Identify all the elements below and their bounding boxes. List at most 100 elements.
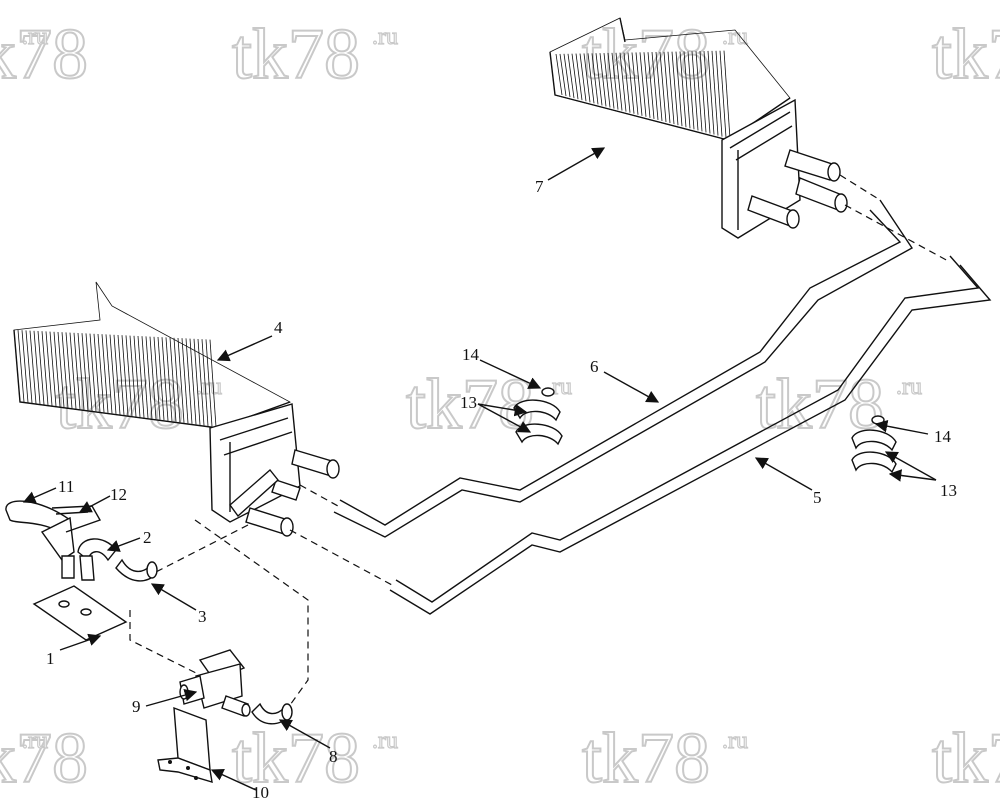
fin-line xyxy=(157,336,165,421)
callout-1: 1 xyxy=(46,649,55,668)
fin-line xyxy=(639,52,647,117)
fin-line xyxy=(575,53,583,101)
elbow-2 xyxy=(61,538,117,581)
fin-line xyxy=(695,51,703,132)
callout-7: 7 xyxy=(535,177,544,196)
hose-3 xyxy=(115,558,158,582)
fin-line xyxy=(205,339,213,427)
fin-line xyxy=(679,51,687,128)
svg-text:.ru: .ru xyxy=(722,728,748,754)
callout-2: 2 xyxy=(143,528,152,547)
valve-9 xyxy=(179,649,251,717)
callout-8: 8 xyxy=(329,747,338,766)
svg-text:.ru: .ru xyxy=(22,728,48,754)
fin-line xyxy=(29,330,37,404)
fin-line xyxy=(571,53,579,100)
fin-line xyxy=(563,53,571,98)
fin-line xyxy=(161,337,169,421)
fin-line xyxy=(109,334,117,414)
svg-text:tk78: tk78 xyxy=(232,718,360,798)
svg-text:.ru: .ru xyxy=(722,24,748,50)
watermark-mid-right: tk78 .ru xyxy=(755,363,923,445)
callout-5: 5 xyxy=(813,488,822,507)
fin-line xyxy=(703,51,711,134)
fin-line xyxy=(611,52,619,110)
fin-line xyxy=(683,51,691,129)
svg-text:tk78: tk78 xyxy=(932,14,1000,94)
svg-text:tk78: tk78 xyxy=(0,718,88,798)
fin-line xyxy=(37,330,45,405)
fin-line xyxy=(169,337,177,422)
watermark-top-middle: tk78 .ru xyxy=(581,13,749,95)
fin-line xyxy=(595,53,603,106)
fin-line xyxy=(579,53,587,102)
fin-line xyxy=(65,332,73,409)
svg-text:tk78: tk78 xyxy=(582,718,710,798)
fin-line xyxy=(591,53,599,105)
callout-11: 11 xyxy=(58,477,74,496)
fin-line xyxy=(93,333,101,412)
fin-line xyxy=(659,51,667,123)
fin-line xyxy=(165,337,173,422)
watermark-bottom-center: tk78 .ru xyxy=(231,717,399,799)
fin-line xyxy=(25,330,33,404)
fin-line xyxy=(101,334,109,413)
fin-line xyxy=(599,53,607,107)
fin-line xyxy=(41,331,49,406)
fin-line xyxy=(85,333,93,411)
fin-line xyxy=(73,332,81,410)
fin-line xyxy=(53,331,61,407)
fin-line xyxy=(603,52,611,108)
svg-text:tk78: tk78 xyxy=(582,14,710,94)
svg-text:.ru: .ru xyxy=(372,728,398,754)
fin-line xyxy=(77,332,85,410)
fin-line xyxy=(129,335,137,417)
callout-12: 12 xyxy=(110,485,127,504)
svg-text:.ru: .ru xyxy=(372,24,398,50)
fin-line xyxy=(651,52,659,120)
fin-line xyxy=(145,336,153,419)
fin-line xyxy=(667,51,675,125)
dashed-connectors xyxy=(129,174,951,713)
fin-line xyxy=(615,52,623,111)
watermark-top-left: tk78 .ru xyxy=(0,13,89,95)
fin-line xyxy=(97,333,105,413)
fin-line xyxy=(61,332,69,408)
fin-line xyxy=(555,53,563,96)
fin-line xyxy=(89,333,97,412)
fin-line xyxy=(723,50,731,139)
fin-line xyxy=(707,50,715,135)
fin-line xyxy=(671,51,679,126)
fin-line xyxy=(149,336,157,420)
fin-line xyxy=(173,337,181,423)
fin-line xyxy=(17,329,25,403)
fin-line xyxy=(125,335,133,417)
fin-line xyxy=(623,52,631,113)
fin-line xyxy=(189,338,197,425)
svg-text:.ru: .ru xyxy=(22,24,48,50)
fin-line xyxy=(209,339,217,427)
fin-line xyxy=(21,330,29,403)
fin-line xyxy=(663,51,671,124)
fin-line xyxy=(607,52,615,109)
fin-line xyxy=(635,52,643,116)
watermarks: tk78 .ru tk78 .ru tk78 .ru tk78 tk78 .ru… xyxy=(0,13,1000,799)
svg-text:.ru: .ru xyxy=(546,374,572,400)
fin-line xyxy=(185,338,193,424)
fin-line xyxy=(45,331,53,406)
fin-line xyxy=(81,333,89,411)
tube-6 xyxy=(333,199,914,538)
callout-3: 3 xyxy=(198,607,207,626)
watermark-top-center: tk78 .ru xyxy=(231,13,399,95)
fin-line xyxy=(193,338,201,425)
fin-line xyxy=(197,338,205,426)
leader-arrows xyxy=(22,147,937,791)
callout-9: 9 xyxy=(132,697,141,716)
svg-text:.ru: .ru xyxy=(896,374,922,400)
svg-text:tk78: tk78 xyxy=(0,14,88,94)
fin-line xyxy=(619,52,627,112)
fin-line xyxy=(177,337,185,423)
fin-line xyxy=(121,335,129,416)
hose-11 xyxy=(5,500,75,561)
fin-line xyxy=(691,51,699,131)
